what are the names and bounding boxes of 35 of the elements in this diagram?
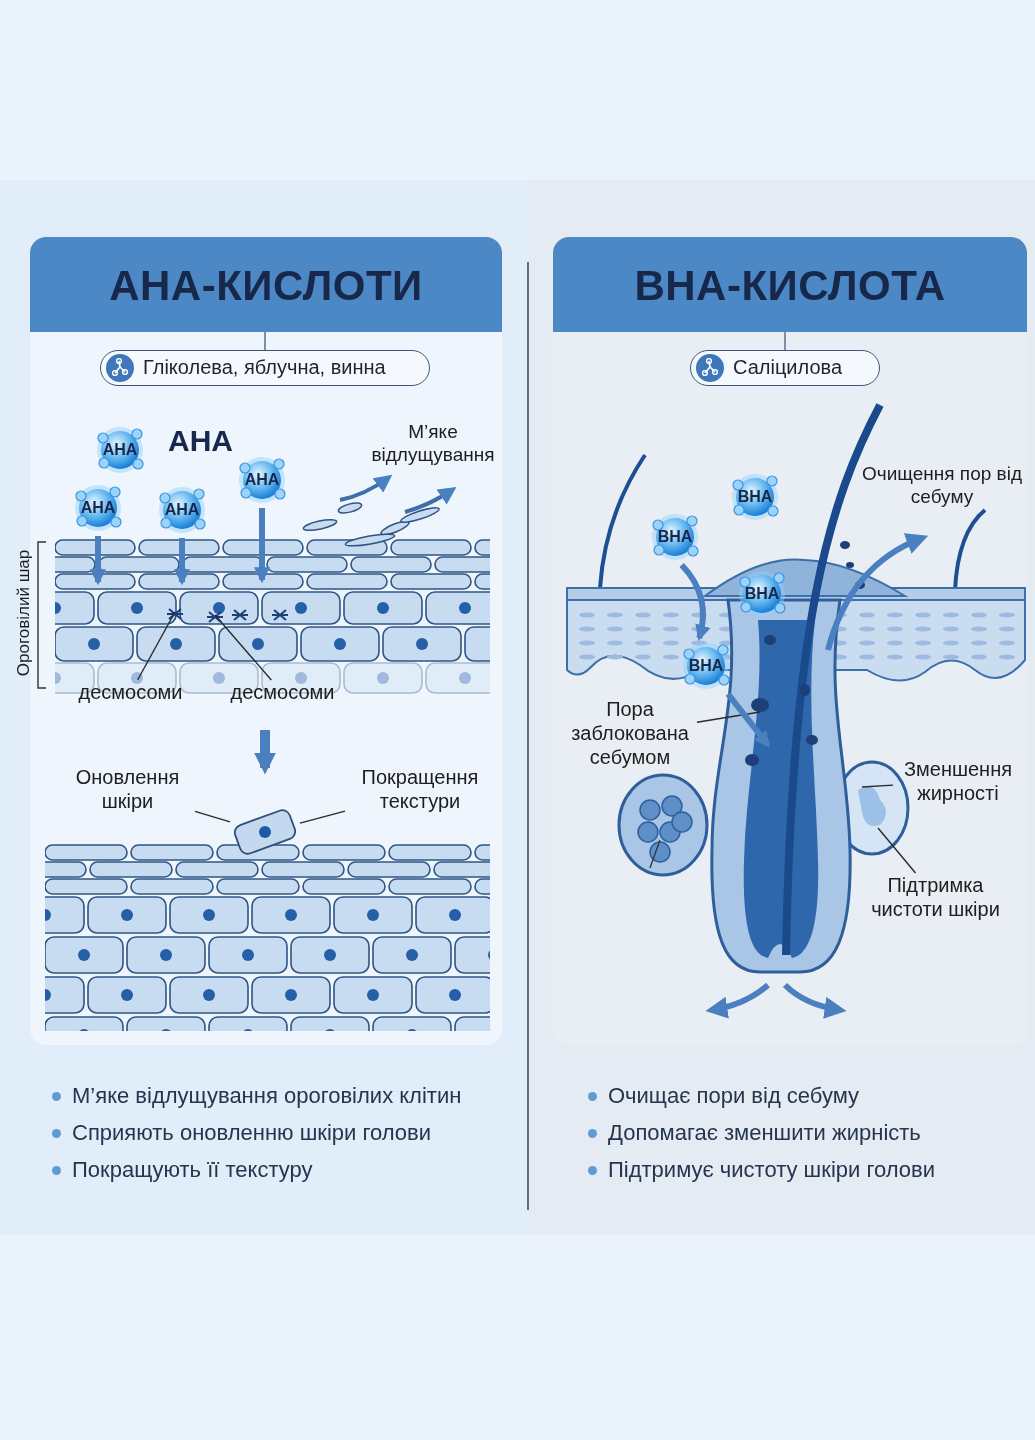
annotation-text: М’яке відлущування: [370, 420, 496, 466]
callout-label: Підтримка чистоти шкіри: [853, 873, 1018, 921]
panel-heading: АНА-КИСЛОТИ: [30, 237, 502, 332]
callout-label: Оновлення шкіри: [60, 765, 195, 817]
bullet-item: Сприяють оновленню шкіри голови: [52, 1119, 432, 1147]
callout-label: Пора заблокована себумом: [563, 697, 697, 769]
callout-label: Покращення текстури: [345, 765, 495, 817]
connector-line: [299, 810, 346, 824]
acid-names: Саліцилова: [733, 355, 843, 380]
leader-line: [696, 711, 761, 723]
arrow: [254, 508, 270, 584]
molecule-label: АНА: [168, 424, 234, 458]
bullet-item: М’яке відлущування ороговілих клітин: [52, 1082, 462, 1110]
layer-label: Ороговілий шар: [14, 548, 34, 679]
arrow: [725, 692, 771, 748]
callout-label: десмосоми: [220, 680, 345, 706]
panel-heading: ВНА-КИСЛОТА: [553, 237, 1027, 332]
leader-line: [136, 611, 176, 681]
bullet-item: Очищає пори від себуму: [588, 1082, 860, 1110]
arrow: [679, 563, 711, 642]
leader-line: [214, 614, 272, 681]
arrow: [90, 536, 106, 586]
acid-names: Гліколева, яблучна, винна: [143, 355, 386, 380]
connector-line: [194, 810, 231, 823]
leader-line: [877, 827, 917, 874]
callout-label: Зменшення жирності: [893, 757, 1023, 805]
acid-pill: [100, 350, 430, 386]
bullet-item: Підтримує чистоту шкіри голови: [588, 1156, 935, 1184]
arrow: [174, 538, 190, 586]
acid-pill: [690, 350, 880, 386]
leader-line: [861, 784, 894, 788]
annotation-text: Очищення пор від себуму: [862, 462, 1022, 508]
bullet-item: Допомагає зменшити жирність: [588, 1119, 921, 1147]
callout-label: десмосоми: [68, 680, 193, 706]
bullet-item: Покращують її текстуру: [52, 1156, 313, 1184]
